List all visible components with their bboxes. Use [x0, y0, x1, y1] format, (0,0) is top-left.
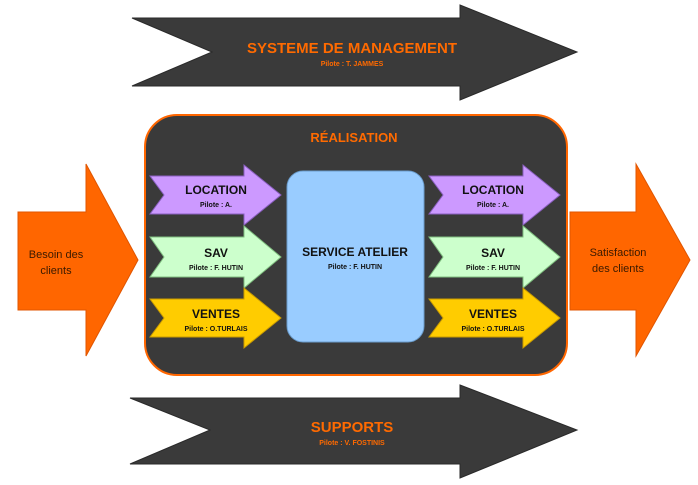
management-title: SYSTEME DE MANAGEMENT	[247, 40, 457, 57]
right-ventes-pilot: Pilote : O.TURLAIS	[462, 326, 525, 333]
left-location-pilot: Pilote : A.	[200, 202, 232, 209]
output-arrow: Satisfaction des clients	[569, 162, 691, 358]
realisation-title: RÉALISATION	[310, 130, 397, 145]
service-atelier: SERVICE ATELIER Pilote : F. HUTIN	[286, 170, 425, 343]
service-atelier-pilot: Pilote : F. HUTIN	[328, 264, 382, 271]
left-ventes-pilot: Pilote : O.TURLAIS	[185, 326, 248, 333]
right-location-arrow-shape	[428, 163, 561, 227]
left-ventes-arrow-shape	[149, 286, 282, 350]
right-sav-title: SAV	[481, 246, 505, 260]
right-ventes-title: VENTES	[469, 307, 517, 321]
supports-arrow: SUPPORTS Pilote : V. FOSTINIS	[129, 384, 579, 479]
right-process-ventes: VENTES Pilote : O.TURLAIS	[428, 286, 561, 350]
output-arrow-shape	[569, 162, 691, 358]
right-process-location: LOCATION Pilote : A.	[428, 163, 561, 227]
supports-arrow-shape	[129, 384, 579, 479]
right-location-title: LOCATION	[462, 183, 524, 197]
supports-title: SUPPORTS	[311, 419, 394, 436]
left-location-title: LOCATION	[185, 183, 247, 197]
input-label-line2: clients	[40, 265, 72, 277]
supports-pilot: Pilote : V. FOSTINIS	[319, 440, 385, 447]
left-sav-title: SAV	[204, 246, 228, 260]
right-ventes-arrow-shape	[428, 286, 561, 350]
management-arrow: SYSTEME DE MANAGEMENT Pilote : T. JAMMES	[131, 4, 579, 101]
output-label-line1: Satisfaction	[590, 247, 647, 259]
service-atelier-box	[286, 170, 425, 343]
left-process-sav: SAV Pilote : F. HUTIN	[149, 224, 282, 290]
left-ventes-title: VENTES	[192, 307, 240, 321]
management-arrow-shape	[131, 4, 579, 101]
input-arrow: Besoin des clients	[17, 163, 139, 357]
input-arrow-shape	[17, 163, 139, 357]
right-sav-pilot: Pilote : F. HUTIN	[466, 265, 520, 272]
left-sav-pilot: Pilote : F. HUTIN	[189, 265, 243, 272]
input-label-line1: Besoin des	[29, 249, 84, 261]
right-location-pilot: Pilote : A.	[477, 202, 509, 209]
service-atelier-title: SERVICE ATELIER	[302, 245, 408, 259]
left-process-location: LOCATION Pilote : A.	[149, 163, 282, 227]
left-location-arrow-shape	[149, 163, 282, 227]
output-label-line2: des clients	[592, 263, 644, 275]
management-pilot: Pilote : T. JAMMES	[321, 61, 384, 68]
left-process-ventes: VENTES Pilote : O.TURLAIS	[149, 286, 282, 350]
